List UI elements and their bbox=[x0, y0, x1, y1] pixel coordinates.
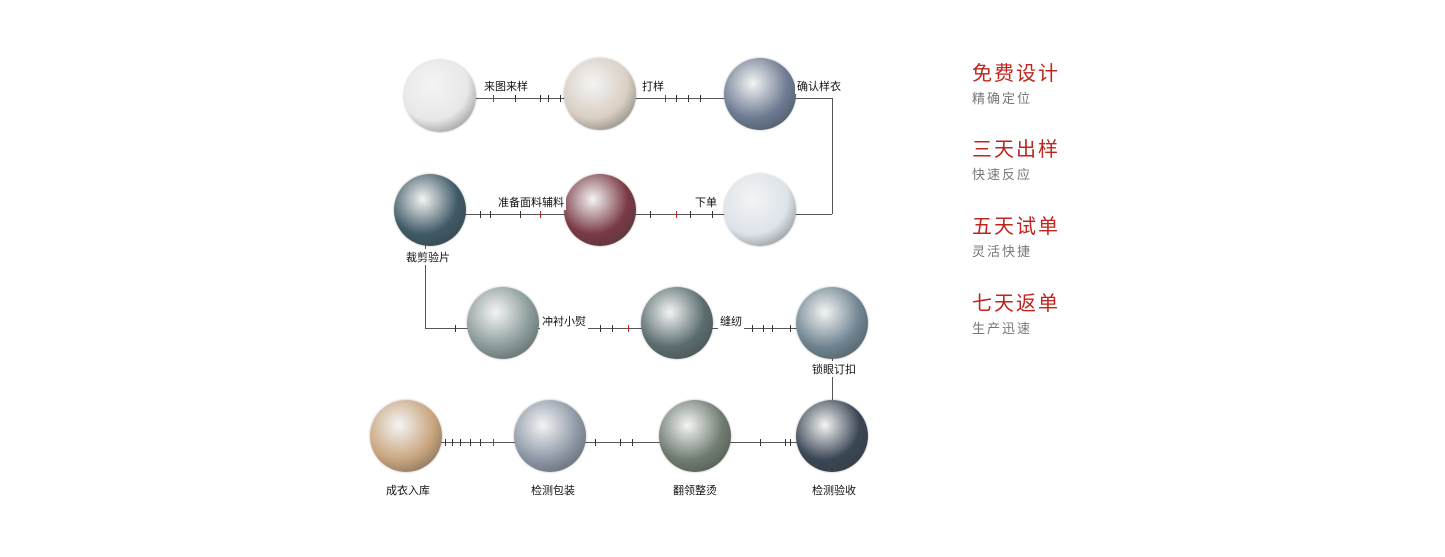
feature-subtitle: 精确定位 bbox=[972, 92, 1033, 107]
step-label: 准备面料辅料 bbox=[496, 194, 566, 210]
feature-title: 免费设计 bbox=[972, 61, 1060, 85]
tick-mark bbox=[515, 95, 516, 102]
connector bbox=[832, 98, 833, 214]
feature-sample: 三天出样 快速反应 bbox=[972, 133, 1060, 183]
tick-mark bbox=[548, 95, 549, 102]
tick-mark bbox=[540, 211, 541, 218]
feature-subtitle: 生产迅速 bbox=[972, 322, 1033, 337]
tick-mark bbox=[612, 325, 613, 332]
step-label: 缝纫 bbox=[718, 313, 744, 329]
tick-mark bbox=[540, 95, 541, 102]
step-label: 来图来样 bbox=[482, 78, 530, 94]
tick-mark bbox=[760, 439, 761, 446]
step-image-7 bbox=[641, 287, 713, 359]
tick-mark bbox=[620, 439, 621, 446]
step-image-8 bbox=[796, 287, 868, 359]
step-label: 冲衬小熨 bbox=[540, 313, 588, 329]
step-label: 翻领整烫 bbox=[671, 482, 719, 498]
feature-reorder: 七天返单 生产迅速 bbox=[972, 287, 1060, 337]
tick-mark bbox=[460, 439, 461, 446]
tick-mark bbox=[455, 325, 456, 332]
tick-mark bbox=[650, 211, 651, 218]
step-label: 成衣入库 bbox=[384, 482, 432, 498]
tick-mark bbox=[493, 95, 494, 102]
step-label: 锁眼订扣 bbox=[810, 361, 858, 377]
step-image-9 bbox=[796, 400, 868, 472]
connector bbox=[406, 442, 832, 443]
step-image-5 bbox=[394, 174, 466, 246]
tick-mark bbox=[520, 211, 521, 218]
tick-mark bbox=[480, 439, 481, 446]
feature-subtitle: 灵活快捷 bbox=[972, 245, 1033, 260]
tick-mark bbox=[688, 95, 689, 102]
tick-mark bbox=[595, 439, 596, 446]
tick-mark bbox=[452, 439, 453, 446]
tick-mark bbox=[600, 325, 601, 332]
step-label: 裁剪验片 bbox=[404, 249, 452, 265]
feature-subtitle: 快速反应 bbox=[972, 168, 1033, 183]
feature-free-design: 免费设计 精确定位 bbox=[972, 57, 1060, 107]
connector bbox=[425, 214, 426, 328]
step-image-3 bbox=[724, 174, 796, 246]
connector bbox=[440, 98, 832, 99]
tick-mark bbox=[790, 439, 791, 446]
tick-mark bbox=[493, 439, 494, 446]
tick-mark bbox=[490, 211, 491, 218]
step-image-12 bbox=[370, 400, 442, 472]
tick-mark bbox=[445, 439, 446, 446]
feature-title: 五天试单 bbox=[972, 214, 1060, 238]
tick-mark bbox=[676, 211, 677, 218]
step-label: 打样 bbox=[640, 78, 666, 94]
tick-mark bbox=[632, 439, 633, 446]
tick-mark bbox=[785, 439, 786, 446]
tick-mark bbox=[628, 325, 629, 332]
connector bbox=[832, 328, 833, 442]
feature-trial-order: 五天试单 灵活快捷 bbox=[972, 210, 1060, 260]
step-label: 检测验收 bbox=[810, 482, 858, 498]
tick-mark bbox=[690, 211, 691, 218]
step-label: 检测包装 bbox=[529, 482, 577, 498]
tick-mark bbox=[676, 95, 677, 102]
step-image-1 bbox=[564, 58, 636, 130]
step-label: 下单 bbox=[693, 194, 719, 210]
step-image-4 bbox=[564, 174, 636, 246]
tick-mark bbox=[470, 439, 471, 446]
tick-mark bbox=[790, 325, 791, 332]
step-label: 确认样衣 bbox=[795, 78, 843, 94]
tick-mark bbox=[665, 95, 666, 102]
tick-mark bbox=[560, 95, 561, 102]
tick-mark bbox=[772, 325, 773, 332]
tick-mark bbox=[480, 211, 481, 218]
tick-mark bbox=[712, 211, 713, 218]
step-image-2 bbox=[724, 58, 796, 130]
tick-mark bbox=[752, 325, 753, 332]
step-image-11 bbox=[514, 400, 586, 472]
feature-title: 七天返单 bbox=[972, 291, 1060, 315]
step-image-10 bbox=[659, 400, 731, 472]
feature-title: 三天出样 bbox=[972, 137, 1060, 161]
step-image-0 bbox=[404, 60, 476, 132]
tick-mark bbox=[700, 95, 701, 102]
step-image-6 bbox=[467, 287, 539, 359]
tick-mark bbox=[763, 325, 764, 332]
